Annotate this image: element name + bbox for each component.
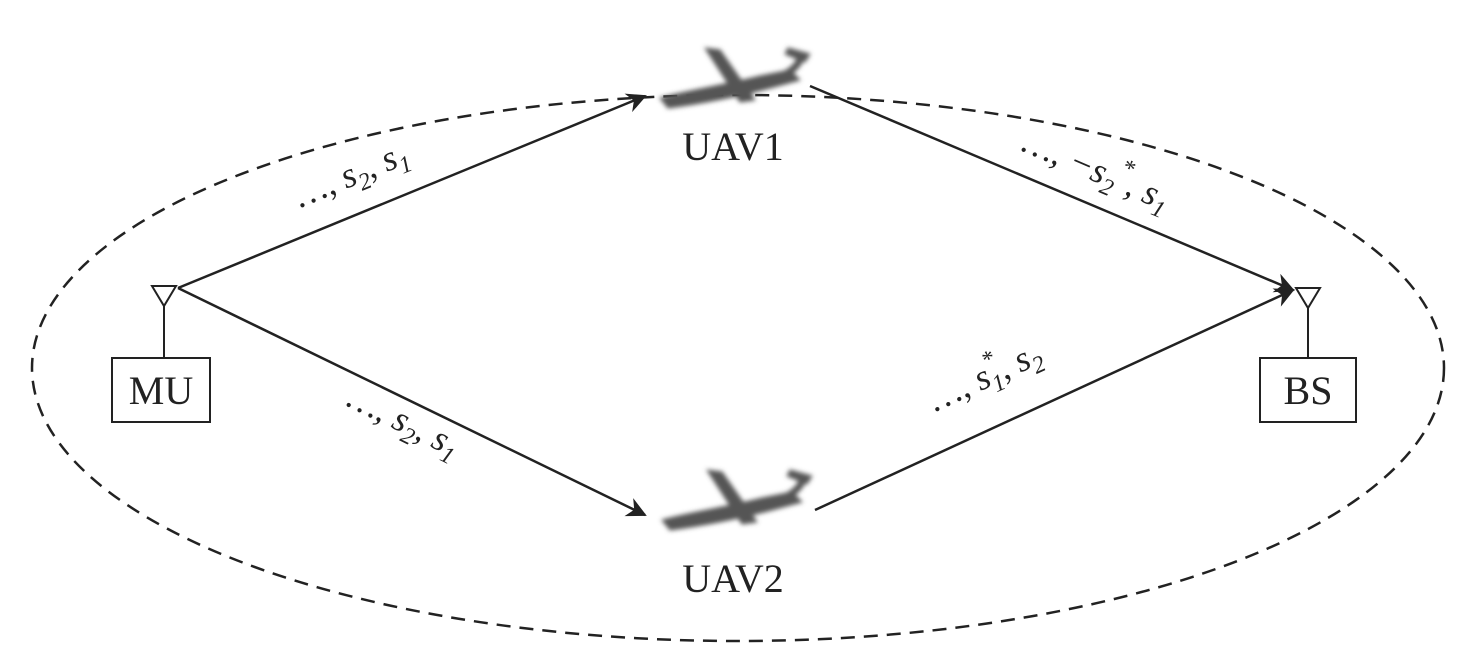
link-uav1-bs	[809, 84, 1295, 293]
mu-node: MU	[111, 285, 211, 423]
mu-label: MU	[129, 368, 194, 413]
airplane-icon	[659, 47, 811, 109]
bs-label: BS	[1284, 368, 1333, 413]
label-mu-uav2: …, s2, s1	[339, 376, 467, 470]
uav2-node: UAV2	[661, 469, 813, 601]
airplane-icon	[661, 469, 813, 531]
uav2-label: UAV2	[682, 556, 784, 601]
uav1-node: UAV1	[659, 47, 811, 169]
link-uav2-bs	[814, 288, 1295, 512]
link-mu-uav1	[177, 93, 647, 290]
antenna-icon	[150, 285, 178, 358]
bs-node: BS	[1259, 287, 1357, 423]
uav1-label: UAV1	[682, 124, 784, 169]
antenna-icon	[1294, 287, 1322, 358]
label-mu-uav1: …, s2, s1	[288, 132, 417, 220]
link-mu-uav2	[177, 286, 647, 517]
